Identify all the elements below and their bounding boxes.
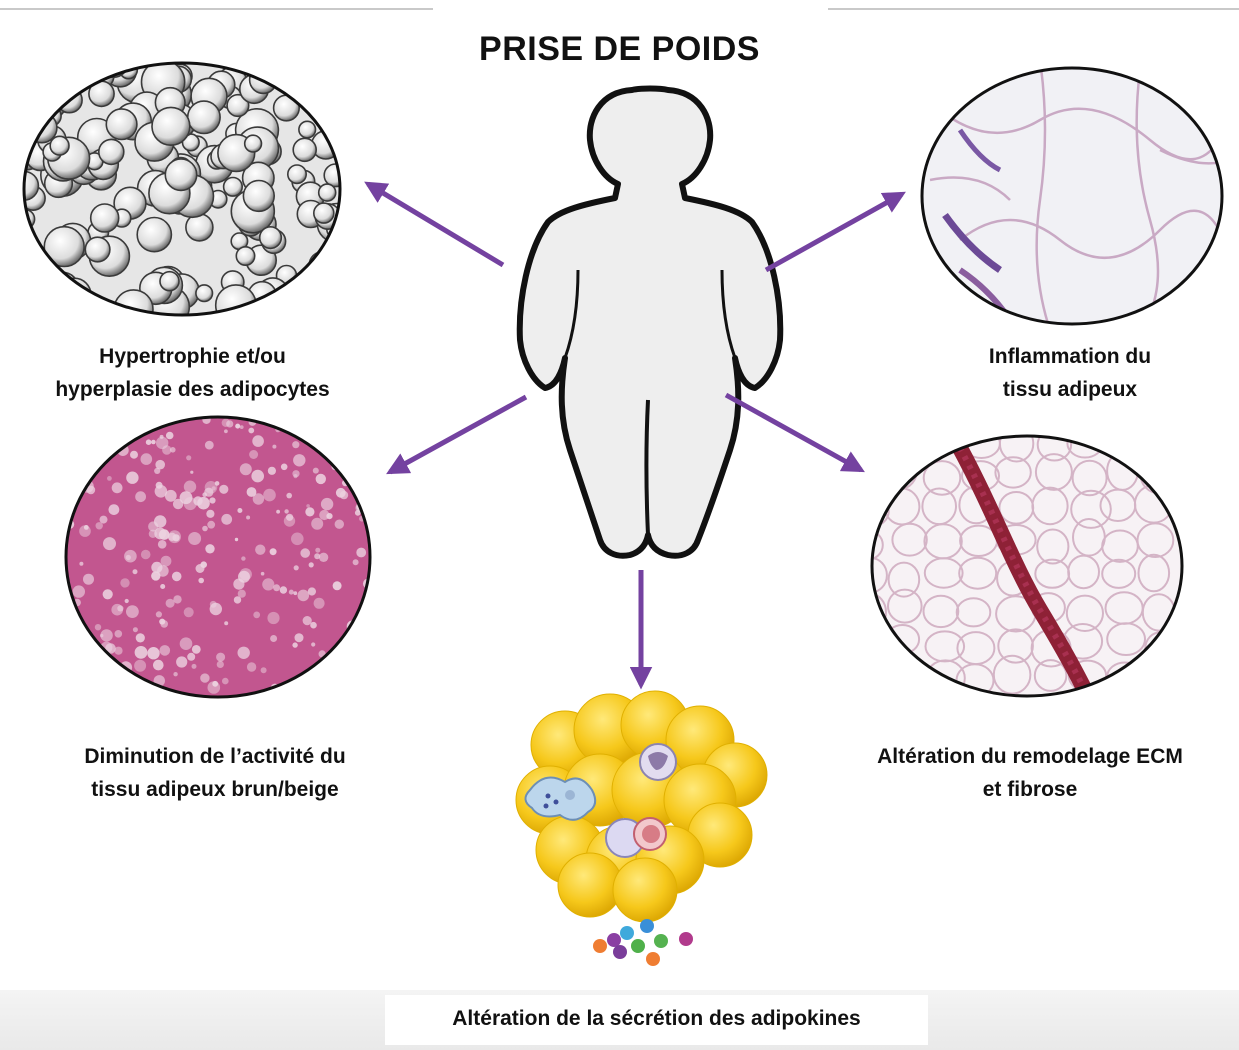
- arrow-to-ecm: [724, 392, 865, 473]
- arrows: [364, 181, 906, 690]
- immune-cells-icon: [605, 817, 667, 858]
- arrow-to-hypertrophy: [364, 181, 505, 268]
- label-inflammation: Inflammation du tissu adipeux: [988, 345, 1152, 401]
- arrow-to-inflammation: [764, 191, 906, 273]
- lymphocyte-icon: [639, 743, 677, 781]
- person-silhouette: [516, 85, 784, 559]
- fibrosis-micrograph: [870, 434, 1184, 698]
- top-border-left: [0, 8, 433, 10]
- label-brown-adipose: Diminution de l’activité du tissu adipeu…: [84, 745, 346, 801]
- label-adipokines: Altération de la sécrétion des adipokine…: [452, 1007, 861, 1030]
- inflamed-adipose-micrograph: [920, 66, 1224, 326]
- label-hypertrophy: Hypertrophie et/ou hyperplasie des adipo…: [55, 345, 330, 401]
- brown-adipose-micrograph: [64, 415, 372, 699]
- adipokines-icon: [593, 919, 693, 966]
- macrophage-icon: [524, 776, 597, 821]
- top-border-right: [828, 8, 1239, 10]
- diagram-title: PRISE DE POIDS: [479, 30, 760, 68]
- bottom-white-box: [385, 995, 928, 1045]
- fat-cell-cluster: [515, 690, 768, 923]
- label-ecm-fibrosis: Altération du remodelage ECM et fibrose: [877, 745, 1183, 801]
- arrow-to-brown: [386, 394, 528, 475]
- adipocyte-droplets-micrograph: [22, 61, 342, 317]
